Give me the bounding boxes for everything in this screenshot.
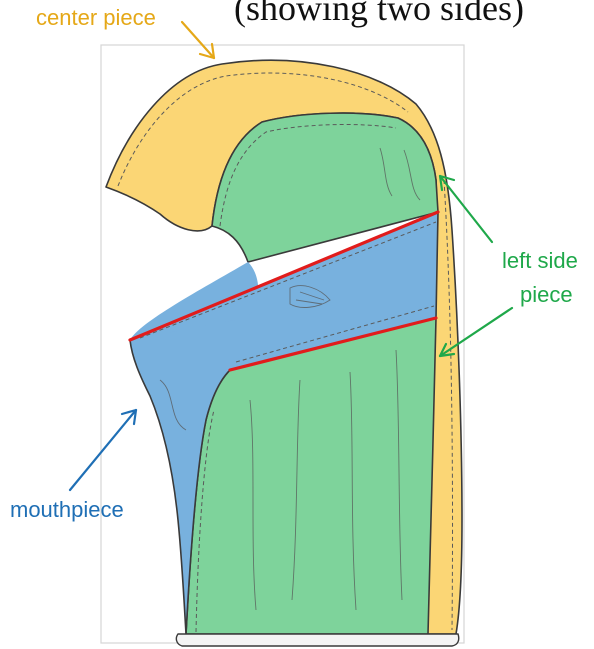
- top-caption-partial: (showing two sides): [234, 0, 524, 28]
- bottom-hem: [176, 634, 458, 646]
- label-left-side-piece-line2: piece: [520, 282, 573, 307]
- label-mouthpiece: mouthpiece: [10, 497, 124, 522]
- label-left-side-piece-line1: left side: [502, 248, 578, 273]
- label-center-piece: center piece: [36, 5, 156, 30]
